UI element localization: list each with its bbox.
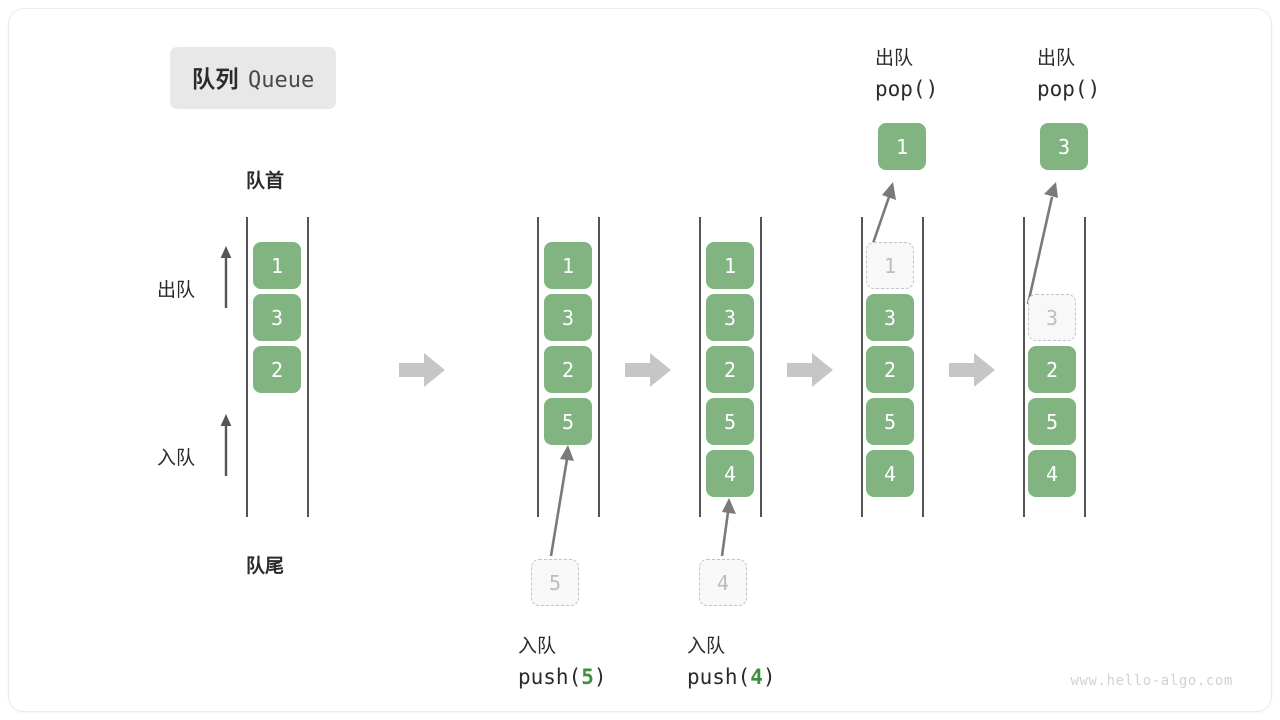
queue-element: 3 — [544, 294, 592, 341]
title-chinese: 队列 — [192, 66, 239, 92]
pop-arrow-icon — [869, 182, 896, 249]
queue-rail-right-2 — [598, 217, 600, 517]
queue-element: 3 — [706, 294, 754, 341]
push-arrow-icon — [720, 498, 736, 556]
push-ghost-element: 5 — [531, 559, 579, 606]
push-operation-label: 入队 — [518, 636, 557, 657]
flow-arrow-icon — [949, 353, 995, 387]
queue-element: 2 — [706, 346, 754, 393]
enqueue-label: 入队 — [157, 448, 196, 469]
flow-arrow-icon — [625, 353, 671, 387]
push-code-prefix: push( — [687, 665, 751, 689]
queue-element: 5 — [544, 398, 592, 445]
queue-element: 3 — [253, 294, 301, 341]
queue-element: 2 — [1028, 346, 1076, 393]
queue-rail-right-3 — [760, 217, 762, 517]
queue-element-ghost: 3 — [1028, 294, 1076, 341]
queue-element: 5 — [866, 398, 914, 445]
queue-rail-left-5 — [1023, 217, 1025, 517]
push-code-suffix: ) — [762, 665, 776, 689]
queue-rail-left-4 — [861, 217, 863, 517]
watermark: www.hello-algo.com — [1070, 673, 1233, 689]
flow-arrow-icon — [787, 353, 833, 387]
queue-element-ghost: 1 — [866, 242, 914, 289]
queue-rail-right-5 — [1084, 217, 1086, 517]
enqueue-arrow-icon — [220, 414, 232, 476]
queue-element: 1 — [544, 242, 592, 289]
queue-element: 1 — [253, 242, 301, 289]
diagram-card: 队列 Queue 队首 队尾 出队 入队 1 3 2 1 3 2 5 5 入队 … — [8, 8, 1272, 712]
push-ghost-element: 4 — [699, 559, 747, 606]
flow-arrow-icon — [399, 353, 445, 387]
queue-element: 4 — [866, 450, 914, 497]
pop-operation-label: 出队 — [1037, 48, 1076, 69]
queue-element: 1 — [706, 242, 754, 289]
dequeue-arrow-icon — [220, 246, 232, 308]
queue-head-label: 队首 — [246, 171, 285, 192]
queue-rail-left-1 — [246, 217, 248, 517]
pop-operation-label: 出队 — [875, 48, 914, 69]
queue-element: 4 — [1028, 450, 1076, 497]
queue-element: 5 — [706, 398, 754, 445]
push-code-value: 4 — [750, 665, 763, 689]
push-code-prefix: push( — [518, 665, 582, 689]
title-badge: 队列 Queue — [170, 47, 337, 109]
queue-element: 2 — [544, 346, 592, 393]
queue-tail-label: 队尾 — [246, 556, 285, 577]
queue-rail-right-1 — [307, 217, 309, 517]
queue-element: 2 — [253, 346, 301, 393]
push-operation-label: 入队 — [687, 636, 726, 657]
queue-element: 2 — [866, 346, 914, 393]
pop-arrow-icon — [1026, 182, 1058, 304]
queue-rail-right-4 — [922, 217, 924, 517]
title-english: Queue — [248, 68, 315, 93]
push-operation-code: push(4) — [687, 665, 776, 689]
queue-rail-left-3 — [699, 217, 701, 517]
dequeue-label: 出队 — [157, 280, 196, 301]
push-arrow-icon — [549, 445, 574, 556]
pop-operation-code: pop() — [875, 77, 939, 101]
popped-element: 3 — [1040, 123, 1088, 170]
queue-element: 5 — [1028, 398, 1076, 445]
queue-rail-left-2 — [537, 217, 539, 517]
queue-element: 4 — [706, 450, 754, 497]
pop-operation-code: pop() — [1037, 77, 1101, 101]
popped-element: 1 — [878, 123, 926, 170]
push-code-suffix: ) — [593, 665, 607, 689]
push-code-value: 5 — [581, 665, 594, 689]
push-operation-code: push(5) — [518, 665, 607, 689]
queue-element: 3 — [866, 294, 914, 341]
